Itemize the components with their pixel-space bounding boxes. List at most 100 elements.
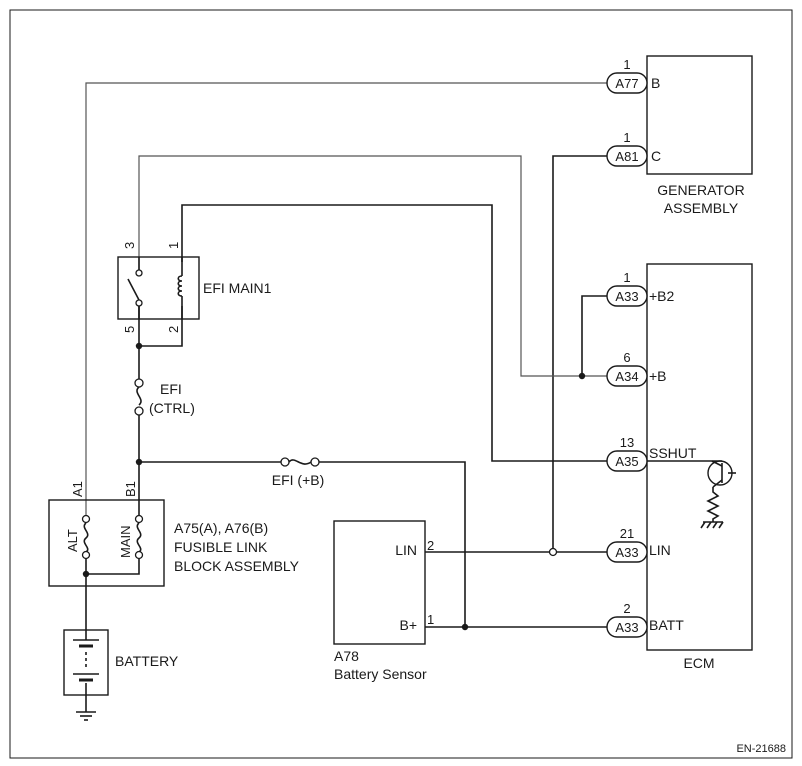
pin-number: 2 [623, 601, 630, 616]
connector-label: A33 [615, 620, 638, 635]
figure-id: EN-21688 [736, 743, 786, 755]
relay-pin: 1 [166, 242, 181, 249]
battery-icon [73, 630, 99, 695]
coil-icon [177, 275, 183, 297]
terminal-label: B [651, 75, 660, 91]
connector-a81 [606, 145, 648, 167]
switch-icon [127, 278, 140, 301]
diagram-frame [9, 9, 793, 759]
relay-pin: 3 [122, 242, 137, 249]
fuse-terminal [134, 378, 144, 388]
ecm-label: ECM [683, 655, 714, 671]
terminal-label: C [651, 148, 661, 164]
junction-dot [82, 570, 90, 578]
battery-sensor-box [333, 520, 426, 645]
ecm-box [646, 263, 753, 651]
relay-label: EFI MAIN1 [203, 280, 272, 296]
pin-number: 1 [623, 270, 630, 285]
wire-relay3-a34 [138, 155, 607, 377]
connector-a33-b2 [606, 285, 648, 307]
wire-a81-lin [552, 155, 607, 552]
pin-number: 1 [427, 612, 434, 627]
pin-number: 1 [623, 57, 630, 72]
fuse-terminal [134, 514, 144, 524]
fuse-icon [288, 459, 312, 465]
connector-label: A33 [615, 545, 638, 560]
connector-label: A34 [615, 369, 638, 384]
fusible-link-label-line1: A75(A), A76(B) [174, 520, 268, 536]
battery-sensor: LIN 2 B+ 1 A78 Battery Sensor [333, 520, 434, 682]
fuse-terminal [81, 514, 91, 524]
fusible-link-icon [83, 522, 89, 553]
fuse-name: MAIN [118, 526, 133, 559]
generator-label-line1: GENERATOR [657, 182, 744, 198]
fusible-link-pin: B1 [123, 481, 138, 497]
junction-dot [578, 372, 586, 380]
switch-contact [135, 269, 143, 277]
fusible-link-icon [136, 522, 142, 553]
connector-a35 [606, 450, 648, 472]
wire-a77-alt [85, 82, 607, 515]
resistor-icon [706, 487, 720, 522]
switch-contact [135, 299, 143, 307]
transistor-icon [707, 460, 736, 488]
junctions [82, 342, 586, 631]
fuse-terminal [134, 550, 144, 560]
battery-sensor-name: Battery Sensor [334, 666, 427, 682]
battery: BATTERY [63, 629, 179, 721]
fusible-link-box [48, 499, 165, 587]
junction-dot [548, 547, 558, 557]
terminal-label: LIN [649, 542, 671, 558]
generator-assembly: GENERATOR ASSEMBLY 1 A77 B 1 A81 C [606, 55, 753, 216]
wire-efi-b-right [318, 461, 466, 627]
efi-main1-relay: EFI MAIN1 3 1 5 2 [117, 242, 272, 333]
generator-box [646, 55, 753, 175]
fuse-terminal [310, 457, 320, 467]
junction-dot [461, 623, 469, 631]
fuse-icon [136, 386, 142, 406]
terminal-label: B+ [399, 617, 417, 633]
connector-label: A77 [615, 76, 638, 91]
connector-label: A81 [615, 149, 638, 164]
terminal-label: +B [649, 368, 667, 384]
fuse-terminal [280, 457, 290, 467]
wire-b2-branch [581, 295, 607, 376]
pin-number: 6 [623, 350, 630, 365]
fusible-link-block: A1 B1 ALT MAIN A75(A), A76(B) FUSIBLE LI… [48, 481, 300, 587]
junction-dot [135, 342, 143, 350]
wire-fl-alt-low [85, 555, 140, 575]
fusible-link-label-line2: FUSIBLE LINK [174, 539, 268, 555]
terminal-label: BATT [649, 617, 684, 633]
pin-number: 13 [620, 435, 634, 450]
terminal-label: LIN [395, 542, 417, 558]
relay-pin: 2 [166, 326, 181, 333]
fuse-label: EFI (+B) [272, 472, 325, 488]
connector-a33-lin [606, 541, 648, 563]
fuse-label-line2: (CTRL) [149, 400, 195, 416]
ground-icon [700, 521, 724, 529]
efi-b-fuse: EFI (+B) [272, 457, 325, 488]
generator-label-line2: ASSEMBLY [664, 200, 739, 216]
relay-box [117, 256, 200, 320]
relay-pin: 5 [122, 326, 137, 333]
connector-label: A35 [615, 454, 638, 469]
battery-sensor-id: A78 [334, 648, 359, 664]
ground-icon [76, 711, 96, 721]
fuse-name: ALT [65, 529, 80, 552]
fuse-terminal [134, 406, 144, 416]
battery-label: BATTERY [115, 653, 179, 669]
wire-relay1-a35 [181, 204, 607, 462]
connector-a33-batt [606, 616, 648, 638]
fusible-link-label-line3: BLOCK ASSEMBLY [174, 558, 300, 574]
pin-number: 21 [620, 526, 634, 541]
efi-ctrl-fuse: EFI (CTRL) [134, 378, 195, 416]
pin-number: 2 [427, 538, 434, 553]
fuse-terminal [81, 550, 91, 560]
fusible-link-pin: A1 [70, 481, 85, 497]
connector-label: A33 [615, 289, 638, 304]
ecm: ECM 1 A33 +B2 6 A34 +B 13 A35 SSHUT 21 A… [606, 263, 753, 671]
connector-a34 [606, 365, 648, 387]
terminal-label: +B2 [649, 288, 675, 304]
junction-dot [135, 458, 143, 466]
